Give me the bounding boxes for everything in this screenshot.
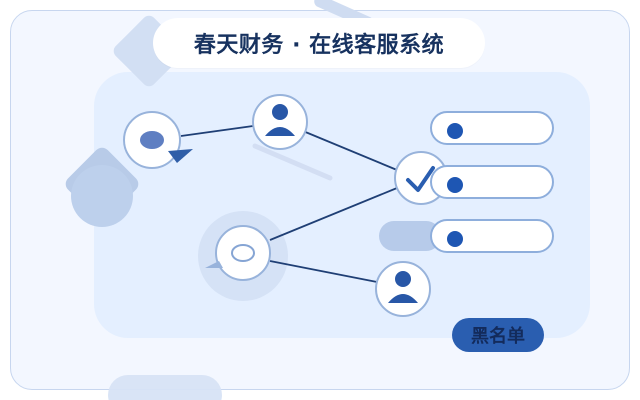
chat-bubble-icon-body xyxy=(231,244,255,262)
user-node-bottom-ring xyxy=(375,261,431,317)
background-light-stroke xyxy=(252,143,333,181)
user-avatar-icon xyxy=(272,104,288,120)
chat-node-middle-ring xyxy=(215,225,271,281)
background-circle-left xyxy=(71,165,133,227)
dot-icon xyxy=(447,123,463,139)
connection-lines xyxy=(180,125,398,283)
chat-node-middle xyxy=(205,225,271,281)
user-avatar-icon-body xyxy=(388,294,418,303)
user-node-bottom xyxy=(375,261,431,317)
chat-bubble-icon xyxy=(168,149,193,163)
connector-middle-chat-to-bottom-user xyxy=(269,260,378,283)
blacklist-button[interactable]: 黑名单 xyxy=(452,318,544,352)
chat-bubble-icon xyxy=(205,261,223,268)
chat-bubble-icon-body xyxy=(140,131,164,149)
background-decorations xyxy=(65,0,374,301)
connector-middle-chat-to-check xyxy=(269,187,398,241)
user-avatar-icon-body xyxy=(265,127,295,136)
page-title: 春天财务 · 在线客服系统 xyxy=(153,18,485,68)
dot-icon xyxy=(447,177,463,193)
user-avatar-icon xyxy=(395,271,411,287)
chat-node-left xyxy=(123,111,193,169)
list-item-2[interactable] xyxy=(430,165,554,199)
connector-top-user-to-check xyxy=(302,130,398,171)
bottom-decoration xyxy=(108,375,222,400)
user-node-top xyxy=(252,94,308,150)
check-icon xyxy=(406,166,435,192)
dot-icon xyxy=(447,231,463,247)
list-item-1[interactable] xyxy=(430,111,554,145)
connector-left-to-top-user xyxy=(180,125,254,137)
user-node-top-ring xyxy=(252,94,308,150)
list-item-3[interactable] xyxy=(430,219,554,253)
